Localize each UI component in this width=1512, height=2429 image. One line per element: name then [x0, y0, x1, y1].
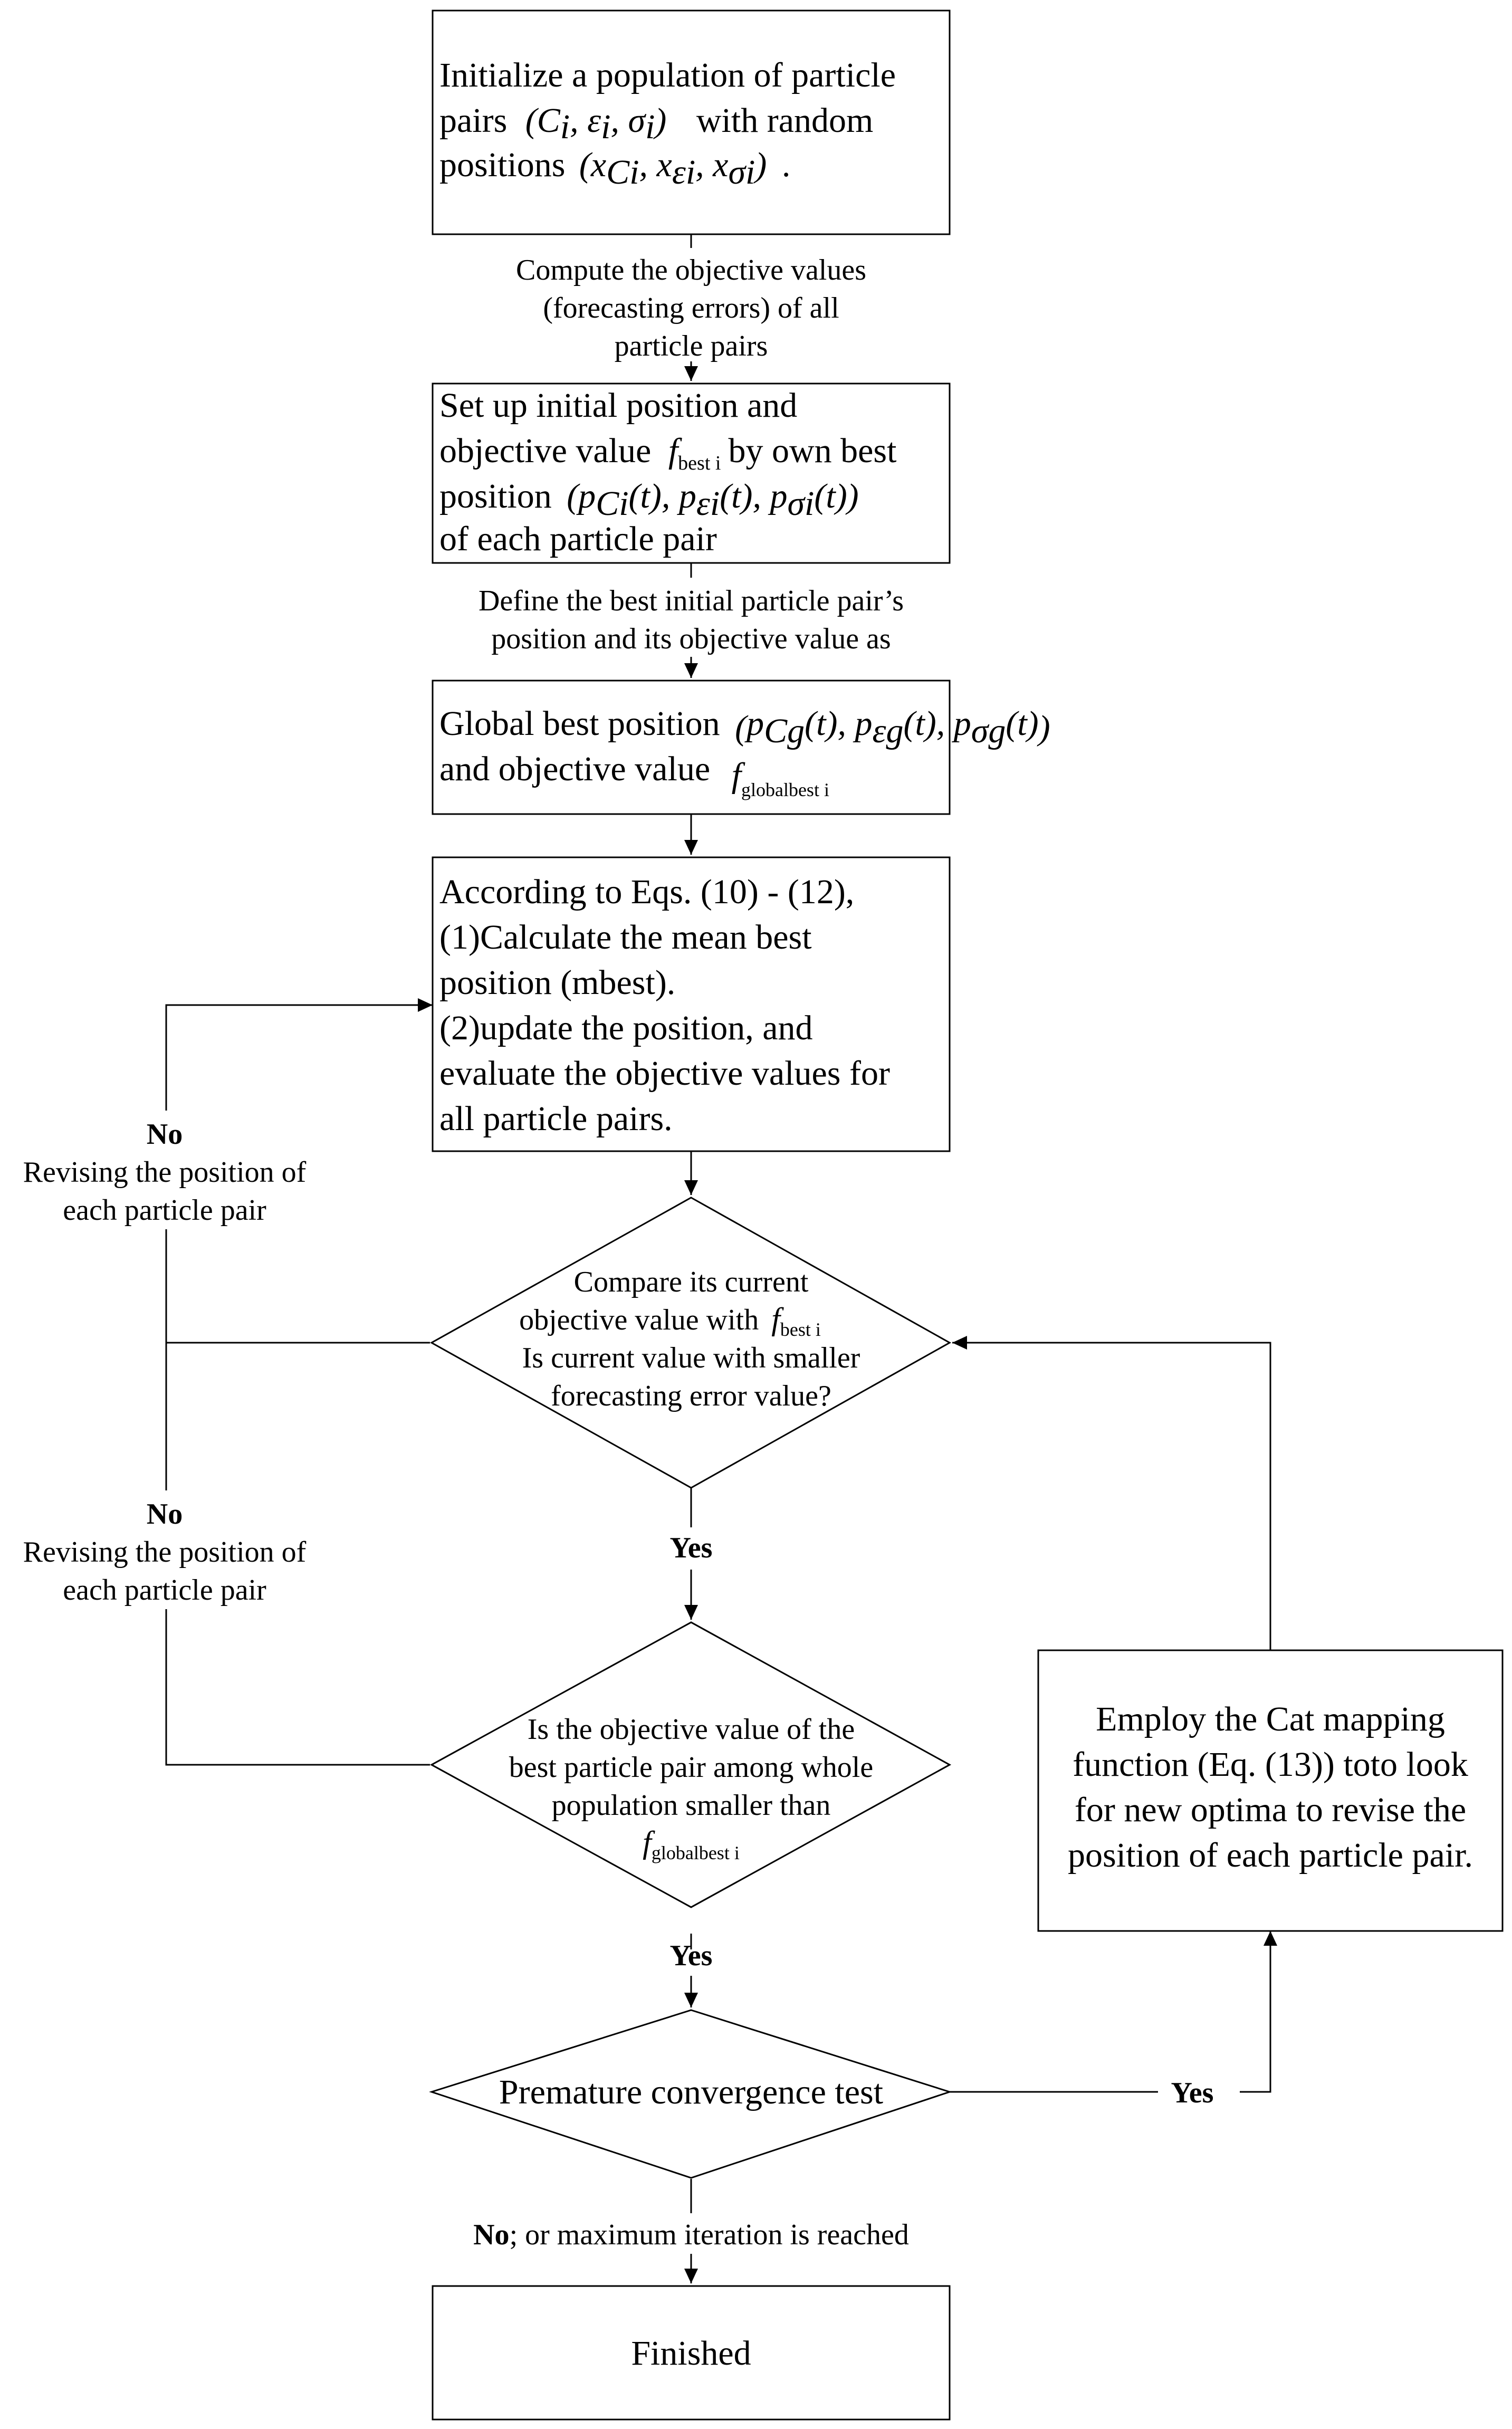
yes-label-2: Yes	[670, 1939, 713, 1972]
best-line3: population smaller than	[552, 1789, 831, 1822]
global-line1: Global best position (pCg(t), pεg(t), pσ…	[439, 704, 1050, 750]
no-revise-label-1: No Revising the position of each particl…	[11, 1111, 322, 1229]
update-box: According to Eqs. (10) - (12), (1)Calcul…	[432, 856, 951, 1152]
best-line4: fglobalbest i	[643, 1825, 740, 1863]
premature-label: Premature convergence test	[499, 2073, 883, 2111]
arrow-best-no-loop	[165, 1343, 430, 1766]
compute-label: Compute the objective values (forecastin…	[496, 248, 886, 362]
define-label-line1: Define the best initial particle pair’s	[479, 585, 904, 617]
no-revise-label-2: No Revising the position of each particl…	[11, 1490, 322, 1609]
compute-label-line1: Compute the objective values	[516, 254, 866, 286]
define-label-line2: position and its objective value as	[491, 623, 891, 655]
cat-line4: position of each particle pair.	[1068, 1836, 1473, 1875]
init-line3: positions (xCi, xεi, xσi) .	[439, 146, 790, 192]
arrow-yes3-to-cat	[1240, 1931, 1277, 2093]
compare-diamond: Compare its current objective value with…	[429, 1197, 952, 1489]
init-line2: pairs (Ci, εi, σi) with random	[439, 101, 873, 146]
setup-line4: of each particle pair	[439, 520, 717, 558]
best-diamond: Is the objective value of the best parti…	[429, 1621, 952, 1908]
arrow-cat-to-compare	[952, 1336, 1271, 1650]
finished-box: Finished	[432, 2285, 951, 2421]
best-line1: Is the objective value of the	[528, 1713, 855, 1746]
no-label-2-line1: Revising the position of	[23, 1536, 307, 1569]
compute-label-line2: (forecasting errors) of all	[543, 292, 839, 324]
no-label-2-line2: each particle pair	[63, 1574, 266, 1606]
compare-line2: objective value with fbest i	[519, 1302, 821, 1340]
setup-line3: position (pCi(t), pεi(t), pσi(t))	[439, 477, 859, 523]
define-label: Define the best initial particle pair’s …	[459, 578, 923, 657]
setup-line1: Set up initial position and	[439, 386, 797, 425]
no-label-1-line2: each particle pair	[63, 1194, 266, 1227]
init-line1: Initialize a population of particle	[439, 56, 896, 94]
compare-line3: Is current value with smaller	[522, 1342, 860, 1374]
cat-line3: for new optima to revise the	[1075, 1791, 1466, 1829]
compare-line1: Compare its current	[574, 1266, 809, 1298]
setup-box: Set up initial position and objective va…	[432, 382, 951, 564]
cat-line2: function (Eq. (13)) toto look	[1073, 1745, 1468, 1784]
best-line2: best particle pair among whole	[509, 1751, 873, 1784]
init-box: Initialize a population of particle pair…	[432, 9, 951, 235]
no-label-2: No	[147, 1498, 183, 1531]
compare-line4: forecasting error value?	[551, 1380, 831, 1412]
yes-label-1: Yes	[670, 1532, 713, 1564]
finished-label: Finished	[631, 2334, 751, 2373]
update-line5: evaluate the objective values for	[439, 1054, 890, 1093]
update-line6: all particle pairs.	[439, 1099, 673, 1138]
update-line1: According to Eqs. (10) - (12),	[439, 873, 854, 911]
update-line3: position (mbest).	[439, 963, 675, 1002]
premature-diamond: Premature convergence test	[429, 2009, 952, 2179]
yes-label-3: Yes	[1171, 2077, 1214, 2109]
global-box: Global best position (pCg(t), pεg(t), pσ…	[432, 680, 1050, 815]
no-label-1-line1: Revising the position of	[23, 1156, 307, 1189]
final-edge-label: No; or maximum iteration is reached	[473, 2218, 909, 2251]
update-line4: (2)update the position, and	[439, 1009, 813, 1047]
no-label-1: No	[147, 1118, 183, 1151]
compute-label-line3: particle pairs	[615, 330, 768, 362]
cat-mapping-box: Employ the Cat mapping function (Eq. (13…	[1037, 1649, 1504, 1932]
cat-line1: Employ the Cat mapping	[1096, 1700, 1445, 1738]
update-line2: (1)Calculate the mean best	[439, 918, 812, 957]
